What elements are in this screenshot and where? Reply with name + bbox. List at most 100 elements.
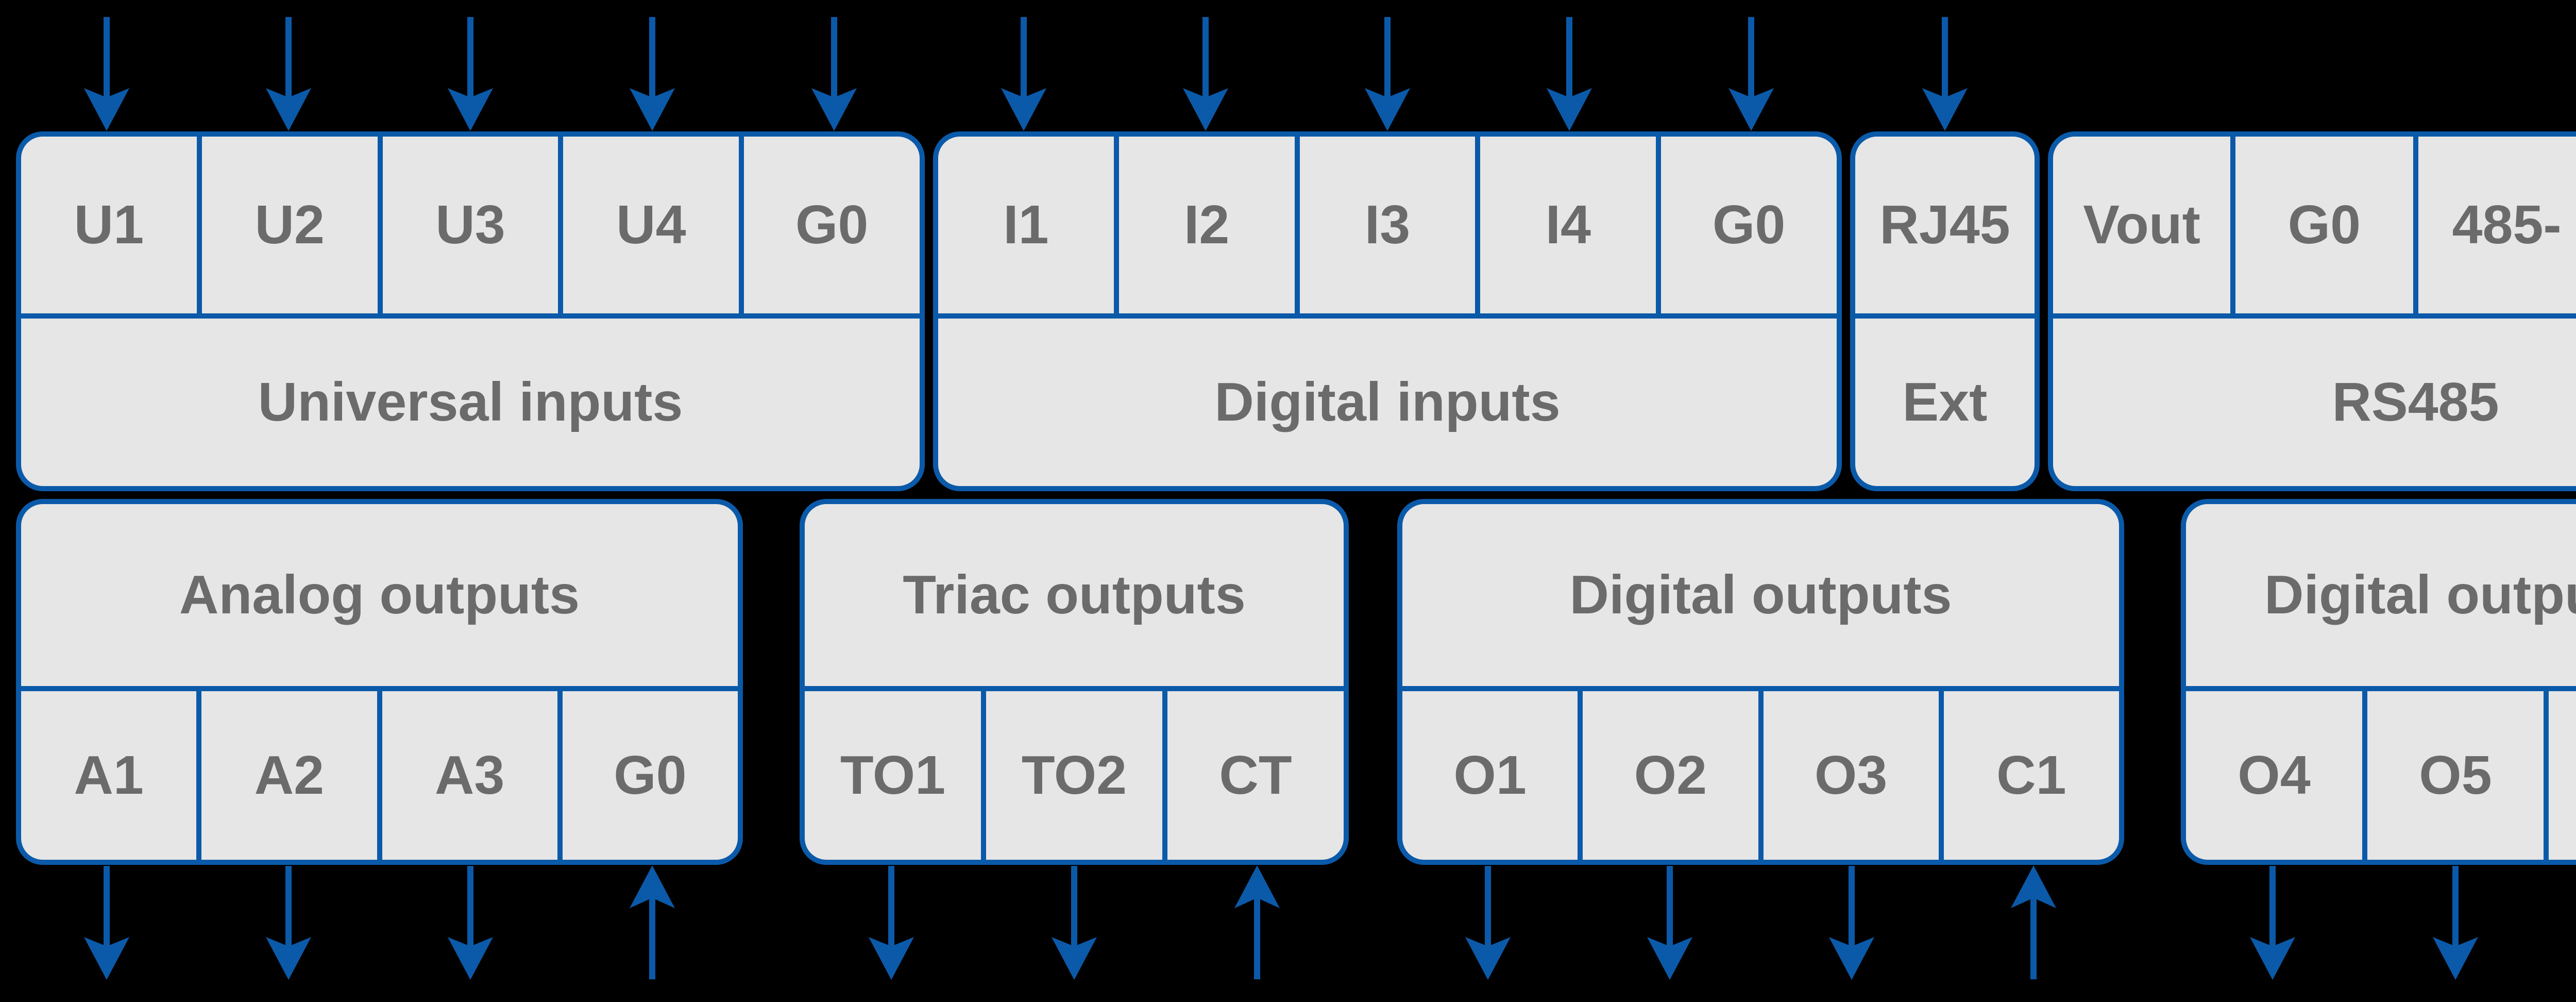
terminal-digital-inputs-i4: I4 — [1475, 137, 1656, 313]
block-digital-outputs-2: Digital outputsO4 O5C2 — [2181, 499, 2576, 865]
arrow-band — [933, 16, 1842, 131]
arrow-down-icon — [380, 865, 562, 984]
block-label-text: Triac outputs — [903, 564, 1246, 625]
block-label: Digital outputs — [1402, 504, 2119, 686]
arrow-band — [16, 865, 743, 984]
terminal-digital-outputs-2-o5: O5 — [2362, 691, 2544, 860]
terminal-analog-outputs-g0: G0 — [557, 691, 738, 860]
terminal-digital-outputs-1-o3: O3 — [1758, 691, 1939, 860]
arrow-down-icon — [1761, 865, 1943, 984]
arrow-band — [1850, 16, 2040, 131]
terminal-triac-outputs-to1: TO1 — [840, 745, 946, 806]
terminal-digital-outputs-2-o4: O4 — [2238, 745, 2311, 806]
arrow-down-icon — [16, 865, 198, 984]
arrow-up-icon — [2547, 865, 2576, 984]
arrow-down-icon — [1397, 865, 1579, 984]
arrow-down-icon — [800, 865, 982, 984]
terminal-digital-inputs-i3: I3 — [1294, 137, 1476, 313]
terminal-digital-outputs-1-c1: C1 — [1938, 691, 2119, 860]
terminal-cells: O4 O5C2 — [2186, 686, 2576, 860]
terminal-cells: RJ45 — [1855, 137, 2035, 313]
block-label: Universal inputs — [21, 313, 920, 486]
block-label: Analog outputs — [21, 504, 738, 686]
terminal-rs485-g0: G0 — [2230, 137, 2413, 313]
arrow-band — [800, 865, 1349, 984]
arrow-down-icon — [198, 865, 380, 984]
arrow-down-icon — [1660, 16, 1842, 131]
arrow-band — [1397, 865, 2124, 984]
block-wrap-digital-outputs-2: Digital outputsO4 O5C2 — [2181, 499, 2576, 984]
block-label-text: Digital outputs — [1569, 564, 1952, 625]
terminal-universal-inputs-u3: U3 — [377, 137, 558, 313]
terminal-triac-outputs-ct: CT — [1162, 691, 1344, 860]
arrow-down-icon — [16, 16, 198, 131]
arrow-down-icon — [1478, 16, 1660, 131]
block-label-text: Ext — [1902, 372, 1988, 432]
arrow-band — [2181, 865, 2576, 984]
terminal-analog-outputs-a2: A2 — [196, 691, 377, 860]
arrow-slot-empty — [2416, 16, 2576, 131]
terminal-universal-inputs-u2: U2 — [196, 137, 378, 313]
arrow-down-icon — [2364, 865, 2547, 984]
terminal-universal-inputs-u1: U1 — [74, 194, 144, 255]
arrow-down-icon — [561, 16, 743, 131]
block-label: Ext — [1855, 313, 2035, 486]
terminal-digital-outputs-2-c2: C2 — [2544, 691, 2576, 860]
arrow-up-icon — [561, 865, 743, 984]
block-label: Triac outputs — [805, 504, 1344, 686]
terminal-digital-inputs-g0: G0 — [1656, 137, 1837, 313]
terminal-rs485-485-: 485- — [2413, 137, 2576, 313]
terminal-digital-outputs-1-o1: O1 — [1453, 745, 1527, 806]
terminal-universal-inputs-g0: G0 — [739, 137, 920, 313]
terminal-triac-outputs-to2: TO2 — [981, 691, 1162, 860]
arrow-up-icon — [1166, 865, 1349, 984]
arrow-down-icon — [1297, 16, 1479, 131]
arrow-down-icon — [1850, 16, 2040, 131]
block-label: Digital outputs — [2186, 504, 2576, 686]
terminal-rs485-vout: Vout — [2083, 194, 2200, 255]
arrow-down-icon — [1115, 16, 1297, 131]
arrow-down-icon — [1579, 865, 1761, 984]
arrow-down-icon — [933, 16, 1115, 131]
arrow-band — [16, 16, 925, 131]
arrow-down-icon — [2181, 865, 2364, 984]
arrow-down-icon — [982, 865, 1165, 984]
arrow-up-icon — [1942, 865, 2124, 984]
arrow-slot-empty — [2048, 16, 2232, 131]
block-label: RS485 — [2053, 313, 2576, 486]
block-label-text: Analog outputs — [179, 564, 580, 625]
arrow-slot-empty — [2232, 16, 2416, 131]
terminal-ext-left-rj45: RJ45 — [1879, 194, 2010, 255]
arrow-down-icon — [743, 16, 925, 131]
terminal-digital-outputs-1-o2: O2 — [1578, 691, 1758, 860]
terminal-universal-inputs-u4: U4 — [558, 137, 739, 313]
terminal-digital-inputs-i2: I2 — [1113, 137, 1295, 313]
terminal-analog-outputs-a3: A3 — [377, 691, 557, 860]
arrow-band — [2048, 16, 2576, 131]
block-label-text: Digital inputs — [1214, 372, 1561, 432]
block-label-text: Digital outputs — [2264, 564, 2576, 625]
block-label-text: Universal inputs — [258, 372, 683, 432]
arrow-down-icon — [198, 16, 380, 131]
